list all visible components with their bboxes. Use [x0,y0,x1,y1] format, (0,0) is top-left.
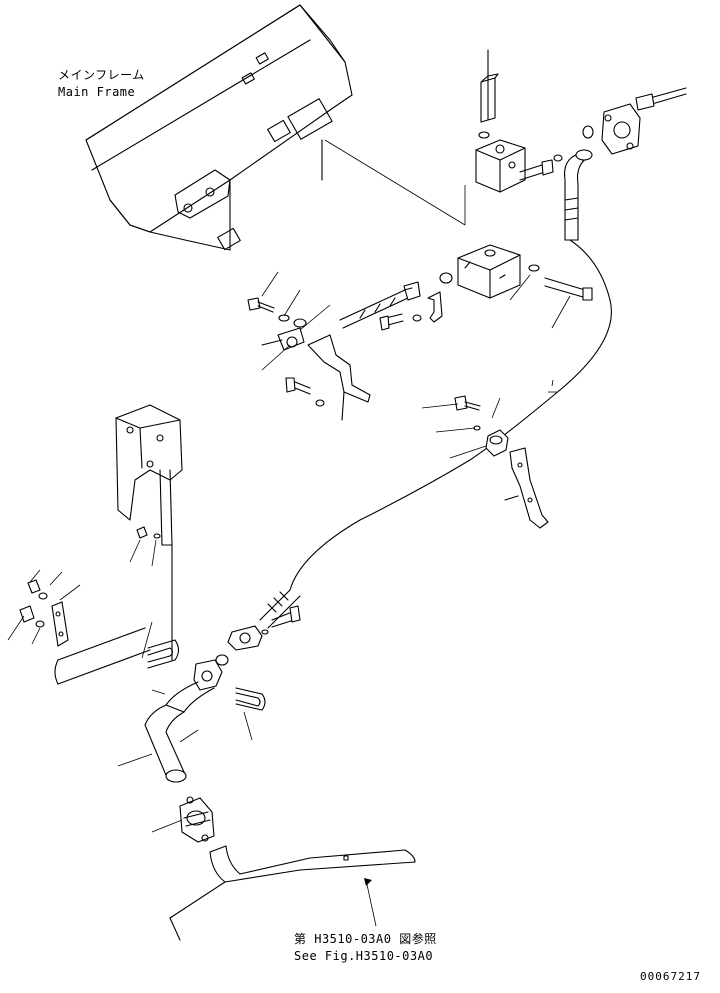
valve-block-lower [440,245,539,298]
label-main-frame-en: Main Frame [58,85,136,99]
drawing-number: 00067217 [640,970,701,983]
u-bolt-right [236,688,265,710]
valve-block-upper [476,50,525,192]
reference-arrow [364,878,376,926]
clamp-bracket-right [455,396,548,528]
hose-middle-rod [340,282,442,330]
bolt-washer-group [248,298,306,350]
vertical-bracket [116,405,182,660]
pipe-clamp [180,797,214,842]
bracket-middle [286,335,370,420]
flange-top-right [520,88,686,180]
callout-leaders [8,272,570,832]
cross-tube [52,602,150,684]
muffler-pipe [170,846,415,940]
leader-frame-block [325,140,465,225]
u-bolt-left [148,640,179,668]
bolt-right [545,278,592,300]
exhaust-pipe [145,660,222,782]
main-frame [86,5,352,250]
hose-lower [216,590,300,665]
hose-elbow [290,150,611,590]
label-see-fig-en: See Fig.H3510-03A0 [294,949,434,963]
label-main-frame-jp: メインフレーム [58,68,145,82]
label-see-fig-jp: 第 H3510-03A0 図参照 [294,932,437,946]
